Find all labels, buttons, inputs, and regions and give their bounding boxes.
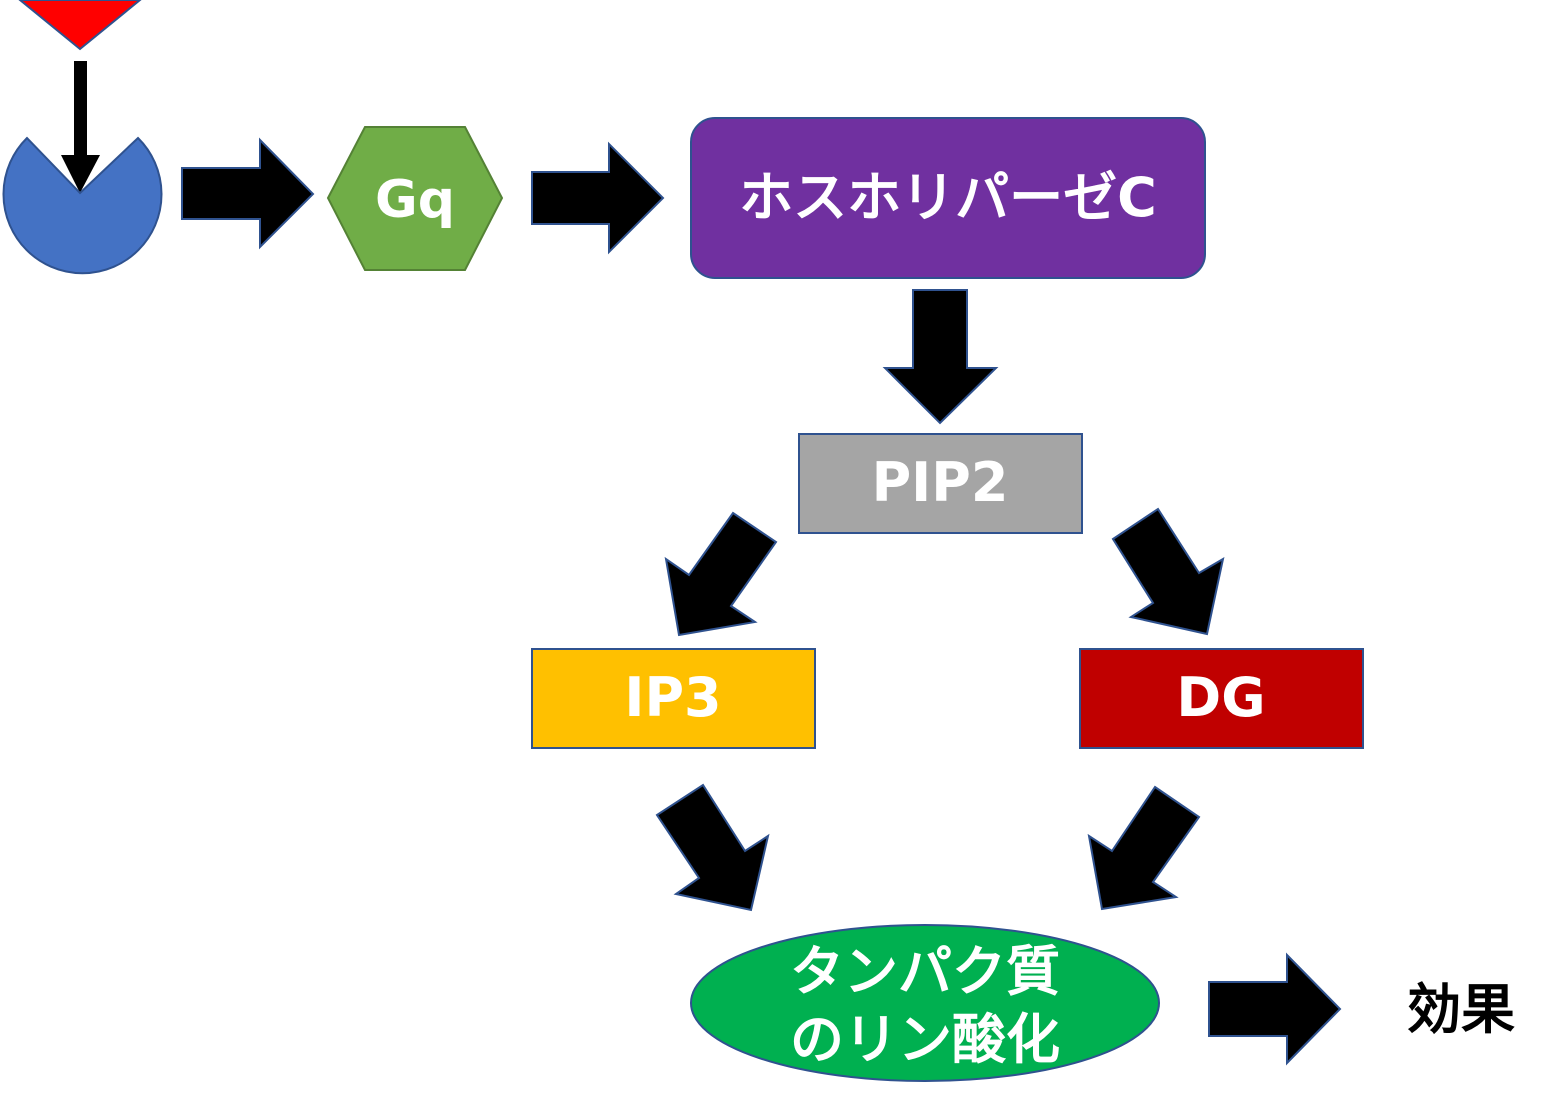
ligand-triangle <box>18 0 142 51</box>
arrow-ip3-to-phosphorylation <box>655 783 770 912</box>
phosphorylation-label-line2: のリン酸化 <box>790 1008 1060 1071</box>
gq-label: Gq <box>375 170 455 230</box>
arrow-gq-to-plc <box>531 141 665 255</box>
arrow-receptor-to-gq <box>181 137 315 250</box>
ip3-label: IP3 <box>624 666 721 729</box>
phosphorylation-label-line1: タンパク質 <box>790 940 1060 1003</box>
phosphorylation-node: タンパク質 のリン酸化 <box>690 924 1160 1082</box>
plc-node: ホスホリパーゼC <box>690 117 1206 279</box>
arrow-dg-to-phosphorylation <box>1087 785 1201 911</box>
arrow-phosphorylation-to-effect <box>1208 952 1342 1066</box>
gq-node: Gq <box>326 126 504 271</box>
arrow-plc-to-pip2 <box>882 289 999 425</box>
plc-label: ホスホリパーゼC <box>739 166 1157 229</box>
effect-label: 効果 <box>1407 978 1515 1041</box>
arrow-pip2-to-ip3 <box>664 511 778 637</box>
arrow-pip2-to-dg <box>1111 507 1225 636</box>
pip2-node: PIP2 <box>798 433 1083 534</box>
pip2-label: PIP2 <box>872 451 1009 514</box>
arrow-ligand-to-receptor <box>61 61 100 193</box>
receptor-shape <box>2 136 163 275</box>
ip3-node: IP3 <box>531 648 816 749</box>
dg-label: DG <box>1176 666 1265 729</box>
dg-node: DG <box>1079 648 1364 749</box>
